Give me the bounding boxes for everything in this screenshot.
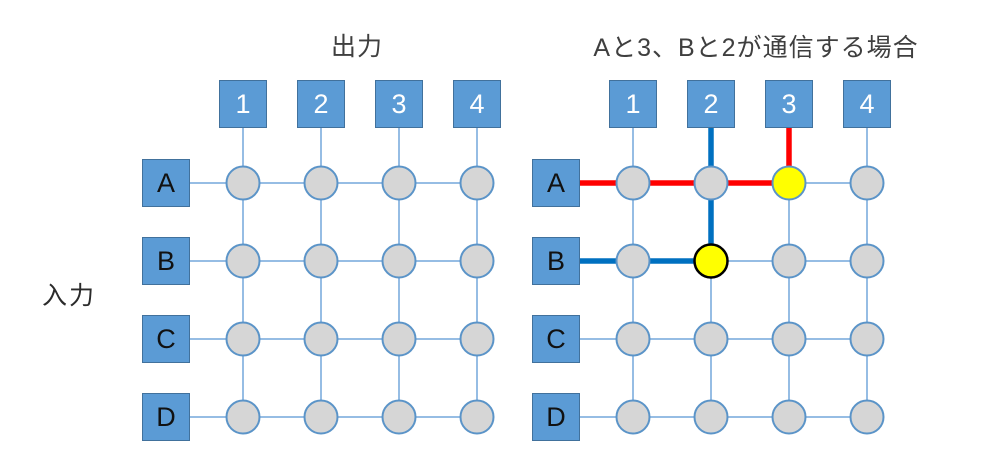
left-diagram-title: 出力 — [330, 33, 383, 61]
left-crosspoint-C1 — [225, 321, 261, 357]
output-node-label: 3 — [391, 88, 407, 119]
right-crosspoint-D3 — [771, 399, 807, 435]
left-output-node-3: 3 — [375, 80, 423, 128]
right-crosspoint-C1 — [615, 321, 651, 357]
right-crosspoint-A4 — [849, 165, 885, 201]
right-output-node-4: 4 — [843, 80, 891, 128]
input-node-label: D — [156, 401, 176, 432]
left-crosspoint-D4 — [459, 399, 495, 435]
right-crosspoint-D1 — [615, 399, 651, 435]
left-input-node-C: C — [142, 315, 190, 363]
left-input-node-B: B — [142, 237, 190, 285]
input-axis-label: 入力 — [41, 282, 96, 310]
left-input-node-D: D — [142, 393, 190, 441]
left-output-node-2: 2 — [297, 80, 345, 128]
right-output-node-2: 2 — [687, 80, 735, 128]
left-input-node-A: A — [142, 159, 190, 207]
left-crosspoint-B3 — [381, 243, 417, 279]
output-node-label: 4 — [859, 88, 875, 119]
right-crosspoint-C3 — [771, 321, 807, 357]
output-node-label: 1 — [625, 88, 641, 119]
right-input-node-C: C — [532, 315, 580, 363]
left-output-node-4: 4 — [453, 80, 501, 128]
left-crosspoint-A4 — [459, 165, 495, 201]
right-crosspoint-C2 — [693, 321, 729, 357]
left-crosspoint-B4 — [459, 243, 495, 279]
input-node-label: D — [546, 401, 566, 432]
input-node-label: B — [546, 245, 565, 276]
right-output-node-3: 3 — [765, 80, 813, 128]
left-crosspoint-A3 — [381, 165, 417, 201]
left-crosspoint-C3 — [381, 321, 417, 357]
left-crosspoint-A1 — [225, 165, 261, 201]
input-node-label: A — [546, 167, 565, 198]
right-grid — [580, 126, 885, 435]
right-crosspoint-D4 — [849, 399, 885, 435]
output-node-label: 1 — [235, 88, 251, 119]
output-node-label: 2 — [703, 88, 719, 119]
left-output-node-1: 1 — [219, 80, 267, 128]
output-node-label: 4 — [469, 88, 485, 119]
right-crosspoint-A2 — [693, 165, 729, 201]
input-node-label: B — [156, 245, 175, 276]
right-crosspoint-B1 — [615, 243, 651, 279]
left-grid — [190, 128, 495, 435]
left-crosspoint-C2 — [303, 321, 339, 357]
right-output-node-1: 1 — [609, 80, 657, 128]
left-crosspoint-B2 — [303, 243, 339, 279]
right-crosspoint-A3-active — [771, 165, 807, 201]
input-node-label: C — [546, 323, 566, 354]
right-input-node-B: B — [532, 237, 580, 285]
right-input-node-A: A — [532, 159, 580, 207]
right-crosspoint-C4 — [849, 321, 885, 357]
right-diagram-title: Aと3、Bと2が通信する場合 — [593, 34, 919, 62]
left-crosspoint-A2 — [303, 165, 339, 201]
left-crosspoint-C4 — [459, 321, 495, 357]
left-crosspoint-B1 — [225, 243, 261, 279]
right-crosspoint-D2 — [693, 399, 729, 435]
input-node-label: A — [156, 167, 175, 198]
left-crosspoint-D1 — [225, 399, 261, 435]
right-crosspoint-B3 — [771, 243, 807, 279]
right-crosspoint-B4 — [849, 243, 885, 279]
right-input-node-D: D — [532, 393, 580, 441]
left-crosspoint-D3 — [381, 399, 417, 435]
right-crosspoint-B2-active — [693, 243, 729, 279]
right-crosspoint-A1 — [615, 165, 651, 201]
output-node-label: 2 — [313, 88, 329, 119]
output-node-label: 3 — [781, 88, 797, 119]
left-crosspoint-D2 — [303, 399, 339, 435]
input-node-label: C — [156, 323, 176, 354]
